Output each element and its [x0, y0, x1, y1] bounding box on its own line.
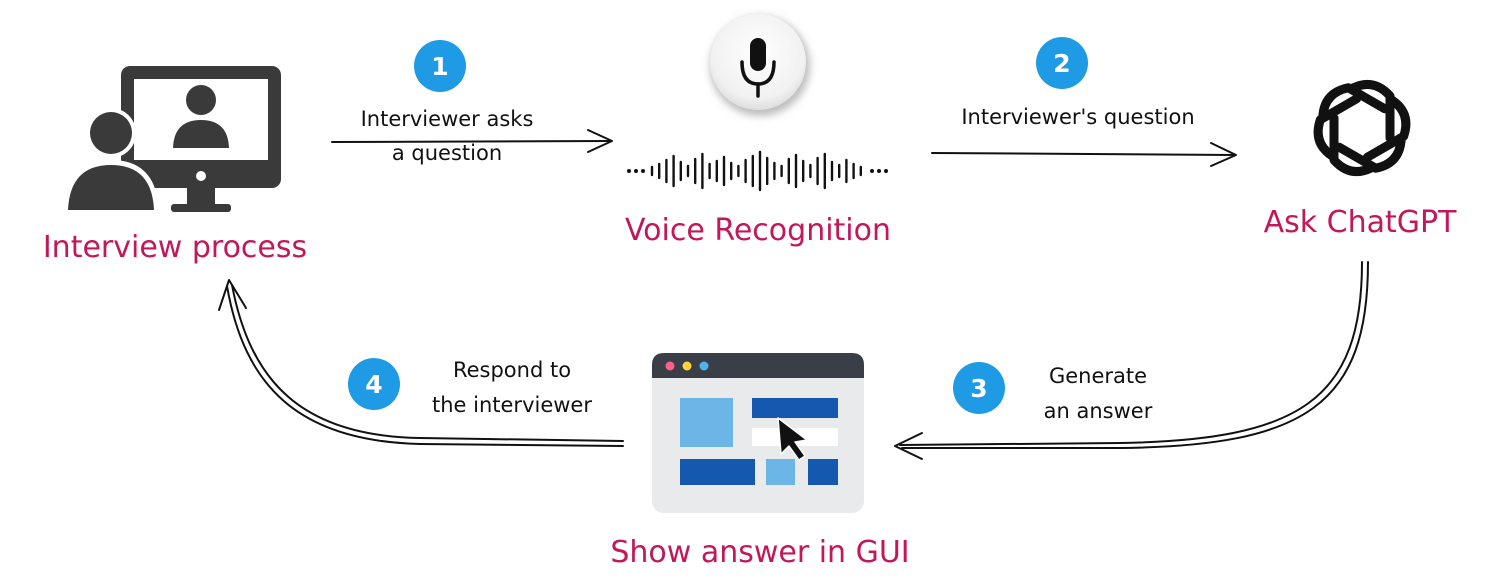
svg-text:2: 2 — [1053, 49, 1070, 78]
step-2-label-line1: Interviewer's question — [961, 105, 1194, 129]
step-4-badge: 4 — [348, 358, 400, 410]
step-2-badge: 2 — [1036, 37, 1088, 89]
ask-chatgpt-label: Ask ChatGPT — [1264, 205, 1458, 240]
step-3-badge: 3 — [953, 362, 1005, 414]
voice-recognition-label: Voice Recognition — [625, 213, 891, 248]
svg-text:4: 4 — [365, 370, 382, 399]
step-1-badge: 1 — [414, 40, 466, 92]
app-window-icon — [652, 353, 864, 513]
arrow-chatgpt-to-gui — [894, 261, 1369, 460]
svg-text:3: 3 — [970, 374, 987, 403]
cursor-icon — [777, 417, 808, 461]
svg-text:1: 1 — [431, 52, 448, 81]
arrow-interview-to-voice — [331, 129, 613, 153]
step-3-label-line2: an answer — [1044, 399, 1153, 423]
show-answer-label: Show answer in GUI — [610, 535, 909, 570]
arrow-voice-to-chatgpt — [931, 142, 1237, 167]
computer-interview-icon — [63, 66, 281, 212]
sound-wave-icon — [627, 150, 888, 192]
step-3-label-line1: Generate — [1049, 364, 1147, 388]
interview-process-label: Interview process — [43, 230, 307, 265]
step-4-label-line1: Respond to — [453, 358, 571, 382]
step-4-label-line2: the interviewer — [432, 393, 592, 417]
step-1-label-line2: a question — [392, 141, 502, 165]
openai-logo-icon — [1313, 79, 1411, 177]
microphone-icon — [710, 14, 810, 116]
arrow-gui-to-interview — [218, 279, 624, 447]
step-1-label-line1: Interviewer asks — [361, 107, 534, 131]
